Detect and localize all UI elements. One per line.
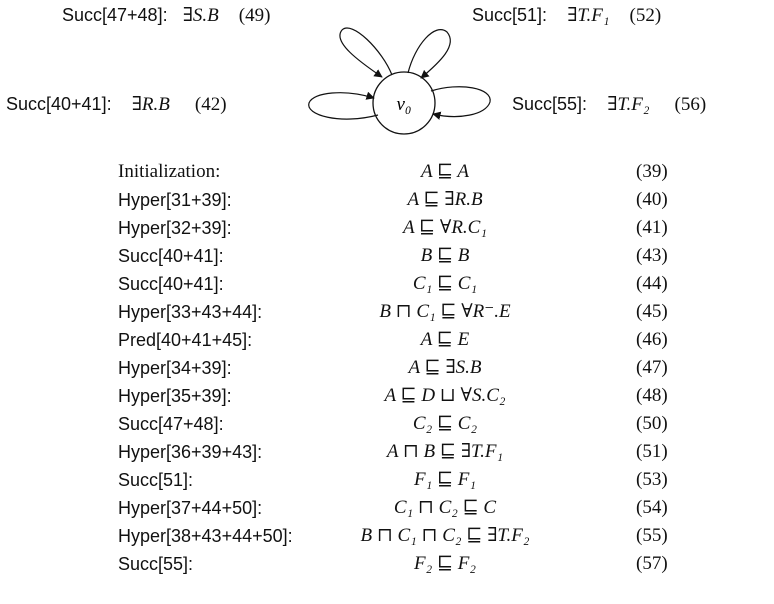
axiom: B ⊓ C₁ ⊑ ∀R⁻.E — [379, 301, 511, 322]
axiom-number: (54) — [636, 497, 668, 518]
axiom: A ⊑ ∃S.B — [408, 357, 482, 378]
loop-label-formula: ∃T.F₁ — [567, 5, 610, 26]
axiom-number: (46) — [636, 329, 668, 350]
axiom-number: (50) — [636, 413, 668, 434]
rule-name: Hyper[35+39]: — [118, 386, 232, 406]
saturation-graph: v₀ — [308, 27, 491, 135]
loop-label-42: Succ[40+41]: ∃R.B (42) — [6, 93, 227, 116]
axiom: B ⊓ C₁ ⊓ C₂ ⊑ ∃T.F₂ — [360, 525, 530, 546]
loop-label-52: Succ[51]: ∃T.F₁ (52) — [472, 4, 661, 27]
axiom: A ⊑ A — [420, 161, 470, 182]
rule-name: Succ[47+48]: — [118, 414, 224, 434]
axiom: C₂ ⊑ C₂ — [412, 413, 478, 434]
derivation-row: Hyper[37+44+50]: C₁ ⊓ C₂ ⊑ C (54) — [0, 497, 774, 519]
axiom-number: (41) — [636, 217, 668, 238]
derivation-row: Succ[51]: F₁ ⊑ F₁ (53) — [0, 469, 774, 491]
loop-label-formula: ∃S.B — [182, 5, 219, 26]
axiom: A ⊑ D ⊔ ∀S.C₂ — [384, 385, 506, 406]
derivation-row: Hyper[33+43+44]: B ⊓ C₁ ⊑ ∀R⁻.E (45) — [0, 301, 774, 323]
axiom-number: (53) — [636, 469, 668, 490]
loop-label-rule: Succ[55]: — [512, 94, 588, 114]
rule-name: Succ[55]: — [118, 554, 194, 574]
rule-name: Pred[40+41+45]: — [118, 330, 253, 350]
derivation-row: Initialization: A ⊑ A (39) — [0, 161, 774, 183]
derivation-row: Hyper[38+43+44+50]: B ⊓ C₁ ⊓ C₂ ⊑ ∃T.F₂ … — [0, 525, 774, 547]
loop-label-rule: Succ[47+48]: — [62, 5, 168, 25]
rule-name: Hyper[31+39]: — [118, 190, 232, 210]
rule-name: Initialization: — [118, 161, 221, 182]
axiom-number: (48) — [636, 385, 668, 406]
axiom-number: (43) — [636, 245, 668, 266]
loop-label-number: (49) — [238, 5, 271, 26]
rule-name: Succ[40+41]: — [118, 246, 224, 266]
loop-exists-r-b — [308, 91, 379, 120]
axiom: F₁ ⊑ F₁ — [413, 469, 476, 490]
axiom: A ⊑ ∃R.B — [407, 189, 483, 210]
rule-name: Hyper[33+43+44]: — [118, 302, 263, 322]
axiom-number: (45) — [636, 301, 668, 322]
derivation-row: Hyper[31+39]: A ⊑ ∃R.B (40) — [0, 189, 774, 211]
axiom-number: (39) — [636, 161, 668, 182]
axiom-number: (51) — [636, 441, 668, 462]
derivation-row: Succ[47+48]: C₂ ⊑ C₂ (50) — [0, 413, 774, 435]
axiom-number: (57) — [636, 553, 668, 574]
loop-label-49: Succ[47+48]: ∃S.B (49) — [62, 4, 270, 27]
derivation-row: Hyper[34+39]: A ⊑ ∃S.B (47) — [0, 357, 774, 379]
axiom: A ⊑ ∀R.C₁ — [403, 217, 487, 238]
axiom: A ⊓ B ⊑ ∃T.F₁ — [386, 441, 504, 462]
node-v0-label: v₀ — [396, 94, 411, 115]
loop-label-56: Succ[55]: ∃T.F₂ (56) — [512, 93, 706, 116]
axiom-number: (47) — [636, 357, 668, 378]
derivation-row: Pred[40+41+45]: A ⊑ E (46) — [0, 329, 774, 351]
loop-label-rule: Succ[51]: — [472, 5, 548, 25]
axiom: C₁ ⊓ C₂ ⊑ C — [393, 497, 497, 518]
rule-name: Hyper[34+39]: — [118, 358, 232, 378]
axiom-number: (55) — [636, 525, 668, 546]
derivation-row: Succ[55]: F₂ ⊑ F₂ (57) — [0, 553, 774, 575]
rule-name: Hyper[37+44+50]: — [118, 498, 263, 518]
derivation-row: Succ[40+41]: C₁ ⊑ C₁ (44) — [0, 273, 774, 295]
axiom-number: (40) — [636, 189, 668, 210]
derivation-row: Hyper[36+39+43]: A ⊓ B ⊑ ∃T.F₁ (51) — [0, 441, 774, 463]
rule-name: Hyper[32+39]: — [118, 218, 232, 238]
derivation-row: Hyper[35+39]: A ⊑ D ⊔ ∀S.C₂ (48) — [0, 385, 774, 407]
loop-label-rule: Succ[40+41]: — [6, 94, 112, 114]
loop-label-number: (52) — [629, 5, 662, 26]
axiom: B ⊑ B — [420, 245, 470, 266]
rule-name: Hyper[38+43+44+50]: — [118, 526, 293, 546]
derivation-row: Succ[40+41]: B ⊑ B (43) — [0, 245, 774, 267]
loop-label-number: (42) — [194, 94, 227, 115]
rule-name: Succ[40+41]: — [118, 274, 224, 294]
rule-name: Succ[51]: — [118, 470, 194, 490]
node-v0 — [372, 71, 436, 135]
axiom: A ⊑ E — [420, 329, 470, 350]
loop-label-formula: ∃T.F₂ — [607, 94, 650, 115]
axiom: F₂ ⊑ F₂ — [413, 553, 476, 574]
rule-name: Hyper[36+39+43]: — [118, 442, 263, 462]
axiom-number: (44) — [636, 273, 668, 294]
loop-label-number: (56) — [674, 94, 707, 115]
loop-exists-t-f1 — [407, 29, 451, 79]
axiom: C₁ ⊑ C₁ — [412, 273, 478, 294]
loop-exists-t-f2 — [430, 86, 491, 120]
loop-exists-s-b — [339, 27, 393, 78]
derivation-row: Hyper[32+39]: A ⊑ ∀R.C₁ (41) — [0, 217, 774, 239]
loop-label-formula: ∃R.B — [131, 94, 170, 115]
